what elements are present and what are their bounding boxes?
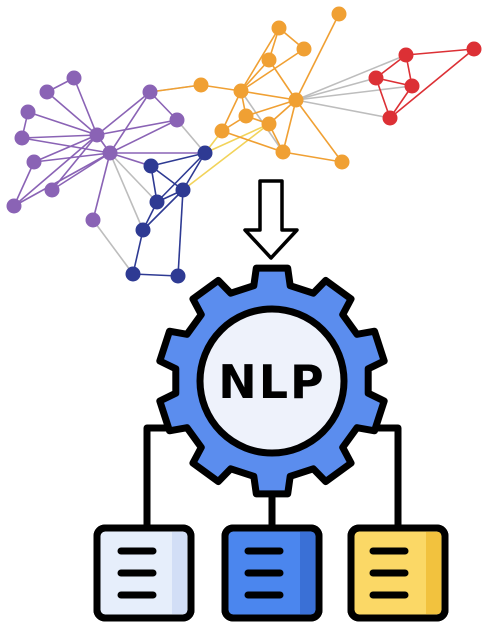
connector-left	[143, 424, 186, 528]
network-edge	[221, 130, 284, 153]
network-node	[261, 52, 277, 68]
network-node	[197, 145, 213, 161]
network-node	[382, 110, 398, 126]
network-node	[26, 154, 42, 170]
network-node	[135, 222, 151, 238]
network-node	[89, 127, 105, 143]
network-node	[334, 154, 350, 170]
network-node	[39, 84, 55, 100]
gear-label: NLP	[218, 355, 326, 409]
network-edge	[245, 99, 297, 117]
network-edge	[13, 152, 111, 207]
network-edge	[268, 59, 297, 101]
network-edge	[389, 48, 475, 119]
network-node	[296, 41, 312, 57]
network-node	[169, 112, 185, 128]
document-left-icon	[93, 524, 195, 622]
network-edge	[92, 152, 111, 221]
network-edge	[156, 152, 206, 203]
network-edge	[109, 152, 158, 203]
network-edge	[142, 189, 184, 231]
network-edge	[46, 91, 98, 136]
document-right-icon	[347, 524, 449, 622]
network-edge	[27, 111, 98, 136]
network-edge	[240, 48, 305, 92]
document-middle-icon	[221, 524, 323, 622]
network-edge	[282, 99, 297, 153]
network-edge	[295, 99, 391, 119]
network-node	[193, 77, 209, 93]
network-edge	[149, 84, 202, 93]
network-edge	[150, 152, 206, 167]
network-edge	[33, 134, 98, 163]
network-node	[398, 47, 414, 63]
network-edge	[295, 54, 407, 101]
network-node	[14, 130, 30, 146]
network-edge	[295, 99, 343, 163]
network-node	[331, 6, 347, 22]
network-edge	[21, 134, 98, 139]
network-node	[271, 20, 287, 36]
network-node	[233, 83, 249, 99]
network-edge	[13, 161, 35, 207]
network-edge	[132, 229, 144, 275]
network-edge	[295, 13, 340, 101]
network-edge	[240, 90, 297, 101]
network-edge	[282, 151, 343, 163]
network-node	[214, 123, 230, 139]
network-edge	[109, 91, 151, 154]
network-edge	[177, 189, 184, 277]
network-edge	[405, 48, 475, 56]
network-edge	[109, 119, 178, 154]
network-node	[149, 194, 165, 210]
network-node	[6, 198, 22, 214]
network-node	[20, 104, 36, 120]
network-node	[125, 266, 141, 282]
network-edge	[240, 27, 280, 92]
down-arrow-icon	[243, 179, 299, 260]
gear-hub	[196, 305, 348, 457]
network-edge	[21, 137, 111, 154]
network-edge	[96, 119, 178, 136]
network-node	[85, 212, 101, 228]
network-edge	[132, 273, 179, 277]
network-node	[261, 116, 277, 132]
network-edge	[204, 123, 270, 154]
network-node	[368, 70, 384, 86]
network-edge	[92, 219, 134, 275]
network-graph	[6, 6, 482, 284]
network-node	[102, 145, 118, 161]
network-edge	[33, 152, 111, 163]
network-edge	[295, 85, 413, 101]
network-node	[288, 92, 304, 108]
network-node	[170, 268, 186, 284]
network-node	[466, 41, 482, 57]
network-node	[66, 70, 82, 86]
network-edge	[109, 152, 144, 231]
network-node	[143, 158, 159, 174]
network-node	[175, 182, 191, 198]
network-edge	[73, 77, 98, 136]
network-nodes	[6, 6, 482, 284]
nlp-gear-icon: NLP	[156, 264, 388, 498]
network-node	[275, 144, 291, 160]
network-edge	[295, 77, 377, 101]
network-edge	[182, 123, 270, 191]
network-node	[404, 78, 420, 94]
network-edge	[96, 91, 151, 136]
connector-right	[356, 424, 402, 528]
network-node	[238, 108, 254, 124]
network-node	[142, 84, 158, 100]
network-node	[44, 182, 60, 198]
network-edge	[13, 134, 98, 207]
